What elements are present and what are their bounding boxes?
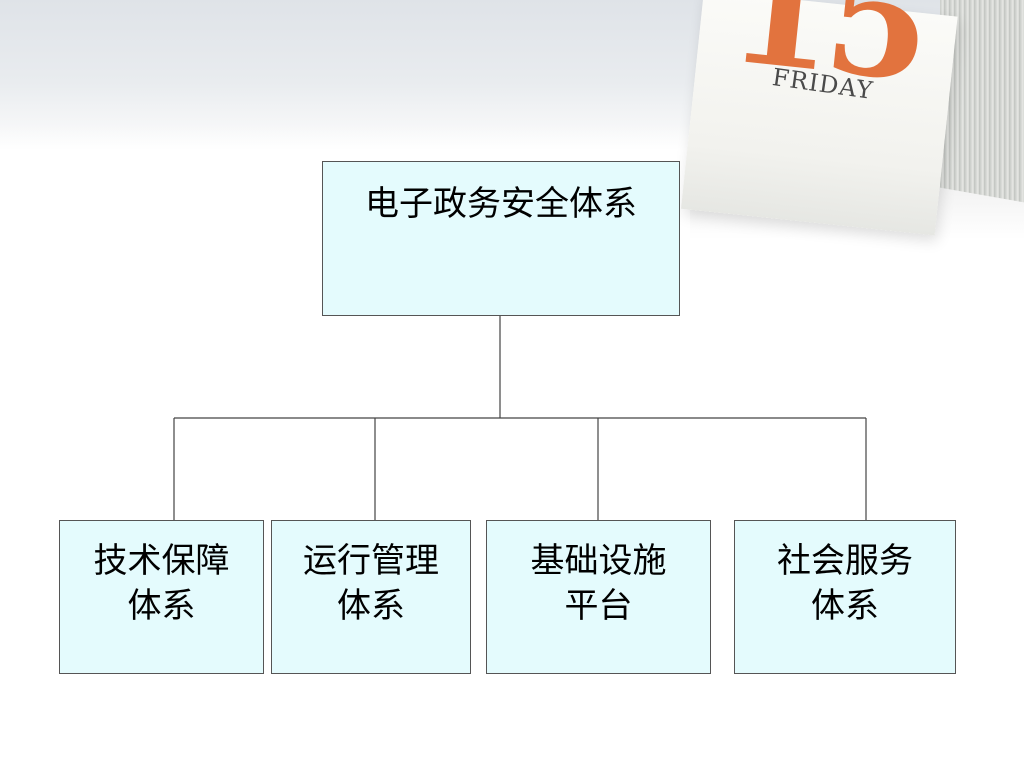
child-node-social-services: 社会服务 体系	[734, 520, 956, 674]
child-node-label-line1: 运行管理	[303, 541, 439, 581]
child-node-tech-assurance: 技术保障 体系	[59, 520, 264, 674]
child-node-label-line1: 技术保障	[93, 541, 230, 581]
child-node-label-line1: 基础设施	[530, 541, 667, 581]
child-node-label-line1: 社会服务	[777, 541, 913, 581]
root-node: 电子政务安全体系	[322, 161, 680, 316]
child-node-label-line2: 体系	[127, 586, 196, 626]
child-node-operations-management: 运行管理 体系	[271, 520, 471, 674]
root-node-label: 电子政务安全体系	[365, 184, 637, 224]
child-node-label-line2: 体系	[811, 586, 879, 626]
child-node-label-line2: 体系	[337, 586, 405, 626]
child-node-infrastructure-platform: 基础设施 平台	[486, 520, 711, 674]
child-node-label-line2: 平台	[564, 586, 633, 626]
